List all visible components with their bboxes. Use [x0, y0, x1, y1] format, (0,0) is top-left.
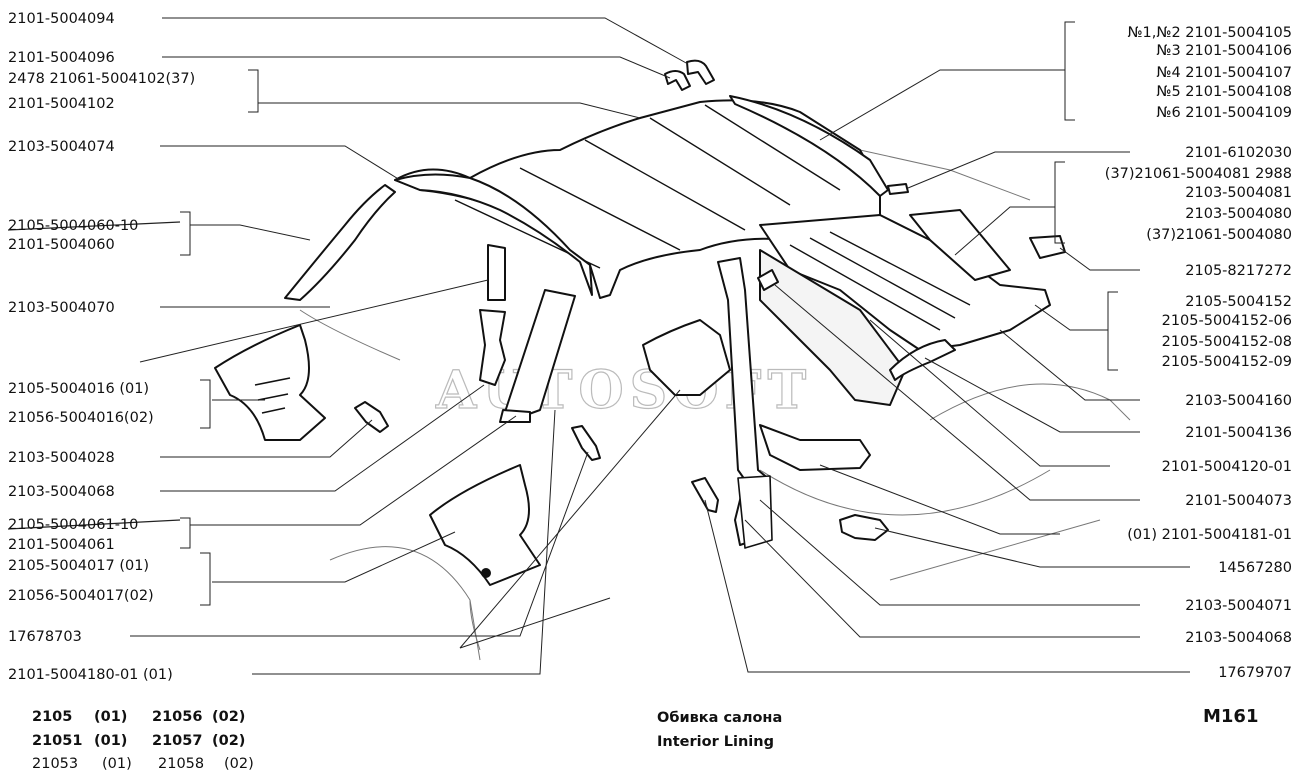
screw-17678703 — [571, 425, 601, 461]
label: 2101-5004094 — [8, 11, 115, 27]
label: (37)21061-5004080 — [1146, 227, 1292, 243]
center-pillar-foot — [737, 475, 773, 549]
screw-17679707 — [691, 477, 719, 513]
label: 14567280 — [1218, 560, 1292, 576]
strip-5004160 — [759, 249, 906, 406]
label: 2105-5004152-06 — [1162, 313, 1292, 329]
front-roof-bow — [394, 173, 593, 296]
model-code: 21056 — [152, 709, 202, 725]
left-a-pillar-lining — [284, 184, 396, 301]
label: 2105-5004060-10 — [8, 218, 138, 234]
label: 17678703 — [8, 629, 82, 645]
model-variant: (01) — [94, 733, 127, 749]
label: 2101-5004136 — [1185, 425, 1292, 441]
label: 2103-5004074 — [8, 139, 115, 155]
label: 17679707 — [1218, 665, 1292, 681]
label: 2103-5004080 — [1185, 206, 1292, 222]
model-variant: (02) — [212, 733, 245, 749]
label: 2105-5004061-10 — [8, 517, 138, 533]
label: 2101-6102030 — [1185, 145, 1292, 161]
label: №5 2101-5004108 — [1156, 84, 1292, 100]
labels-right: №1,№2 2101-5004105 №3 2101-5004106 №4 21… — [1105, 25, 1292, 681]
sill-strip — [499, 409, 531, 423]
model-variant: (02) — [224, 756, 254, 772]
labels-left: 2101-5004094 2101-5004096 2478 21061-500… — [8, 11, 195, 683]
diagram-code: M161 — [1203, 706, 1259, 727]
rear-roof-strip — [729, 95, 889, 197]
clip-5004094 — [686, 59, 715, 85]
label: 2101-5004061 — [8, 537, 115, 553]
label: 2101-5004096 — [8, 50, 115, 66]
label: 2103-5004081 — [1185, 185, 1292, 201]
label: №1,№2 2101-5004105 — [1127, 25, 1292, 41]
model-code: 21058 — [158, 756, 204, 772]
bracket-5004081 — [909, 209, 1011, 281]
label: 2103-5004160 — [1185, 393, 1292, 409]
hook-5004073 — [757, 269, 779, 291]
bracket-5004181 — [759, 424, 871, 471]
model-code: 2105 — [32, 709, 72, 725]
label: 2103-5004070 — [8, 300, 115, 316]
bracket-5004180 — [642, 319, 731, 396]
parts-drawing — [214, 59, 1066, 586]
label: №4 2101-5004107 — [1156, 65, 1292, 81]
label: 2105-5004152-09 — [1162, 354, 1292, 370]
label: (37)21061-5004081 2988 — [1105, 166, 1292, 182]
label: 2101-5004120-01 — [1162, 459, 1292, 475]
model-variant: (01) — [94, 709, 127, 725]
bracket-5004136 — [889, 339, 956, 381]
model-variant: (02) — [212, 709, 245, 725]
label: (01) 2101-5004181-01 — [1127, 527, 1292, 543]
model-applicability-table: 2105 (01) 21056 (02) 21051 (01) 21057 (0… — [32, 709, 254, 772]
label: 2478 21061-5004102(37) — [8, 71, 195, 87]
label: 2103-5004071 — [1185, 598, 1292, 614]
label: 21056-5004017(02) — [8, 588, 154, 604]
label: 2105-5004016 (01) — [8, 381, 149, 397]
clip-14567280 — [839, 514, 889, 541]
label: №6 2101-5004109 — [1156, 105, 1292, 121]
label: 2101-5004102 — [8, 96, 115, 112]
label-brackets — [180, 21, 1118, 606]
car-body-outline — [299, 149, 1131, 661]
clip-5004096 — [664, 70, 691, 91]
label: №3 2101-5004106 — [1156, 43, 1292, 59]
title-english: Interior Lining — [657, 734, 774, 750]
label: 2105-5004017 (01) — [8, 558, 149, 574]
model-code: 21053 — [32, 756, 78, 772]
label: 2103-5004068 — [1185, 630, 1292, 646]
model-variant: (01) — [102, 756, 132, 772]
label: 21056-5004016(02) — [8, 410, 154, 426]
model-code: 21051 — [32, 733, 82, 749]
label: 2103-5004068 — [8, 484, 115, 500]
label: 2103-5004028 — [8, 450, 115, 466]
label: 2101-5004180-01 (01) — [8, 667, 173, 683]
b-pillar-lower — [479, 309, 506, 386]
leader-lines — [130, 17, 1190, 675]
label: 2105-5004152-08 — [1162, 334, 1292, 350]
screw-5004028 — [354, 401, 389, 433]
strike-lines — [7, 221, 181, 530]
label: 2105-5004152 — [1185, 294, 1292, 310]
model-code: 21057 — [152, 733, 202, 749]
title-russian: Обивка салона — [657, 710, 782, 726]
lamp-6102030 — [887, 183, 909, 195]
label: 2101-5004060 — [8, 237, 115, 253]
trim-panel-5004017 — [429, 464, 541, 586]
b-pillar-upper — [487, 244, 506, 301]
label: 2101-5004073 — [1185, 493, 1292, 509]
label: 2105-8217272 — [1185, 263, 1292, 279]
clip-8217272 — [1029, 235, 1066, 259]
